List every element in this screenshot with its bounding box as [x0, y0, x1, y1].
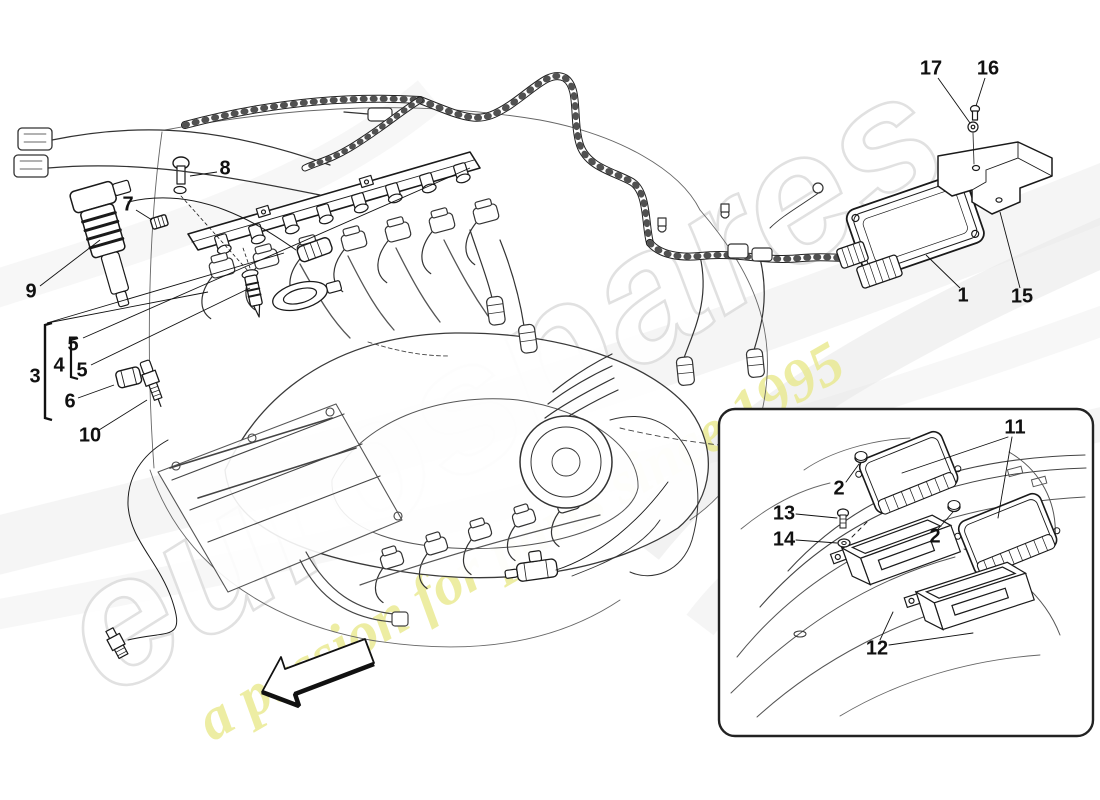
pressure-regulator — [272, 280, 343, 312]
rail-union-nut — [149, 214, 169, 230]
oxygen-sensor — [105, 439, 178, 660]
wiring-harness — [181, 72, 850, 263]
solenoid-valve — [504, 481, 669, 582]
injector-cups — [214, 162, 471, 255]
harness-connectors-left — [13, 107, 393, 196]
inset-panel — [717, 407, 1095, 738]
ecu-connector — [856, 254, 903, 289]
fuel-rail — [149, 151, 481, 273]
ecu-bracket — [937, 104, 1053, 215]
engine-outline — [148, 107, 768, 648]
bracket-screw — [967, 104, 981, 165]
ignition-coil — [69, 179, 333, 308]
fuel-injector — [241, 247, 343, 318]
hoses — [299, 551, 409, 627]
ecu-connector — [836, 241, 869, 269]
inset-leader-lines — [795, 436, 1013, 646]
direction-arrow-icon — [261, 638, 375, 709]
engine-illustration — [13, 72, 1053, 660]
inset-ecu-left — [855, 430, 962, 515]
throttle-body — [519, 353, 699, 577]
plug-cables — [469, 229, 765, 386]
rail-screw — [172, 156, 250, 273]
spark-plug — [115, 359, 163, 408]
cable-clip — [115, 366, 143, 389]
ecu-unit — [836, 173, 985, 289]
callout-leader-lines — [39, 77, 1021, 431]
valve-cover — [157, 403, 403, 593]
mounting-tray-left — [829, 514, 962, 586]
mounting-tray-right — [903, 561, 1035, 631]
inset-fasteners — [836, 450, 961, 548]
